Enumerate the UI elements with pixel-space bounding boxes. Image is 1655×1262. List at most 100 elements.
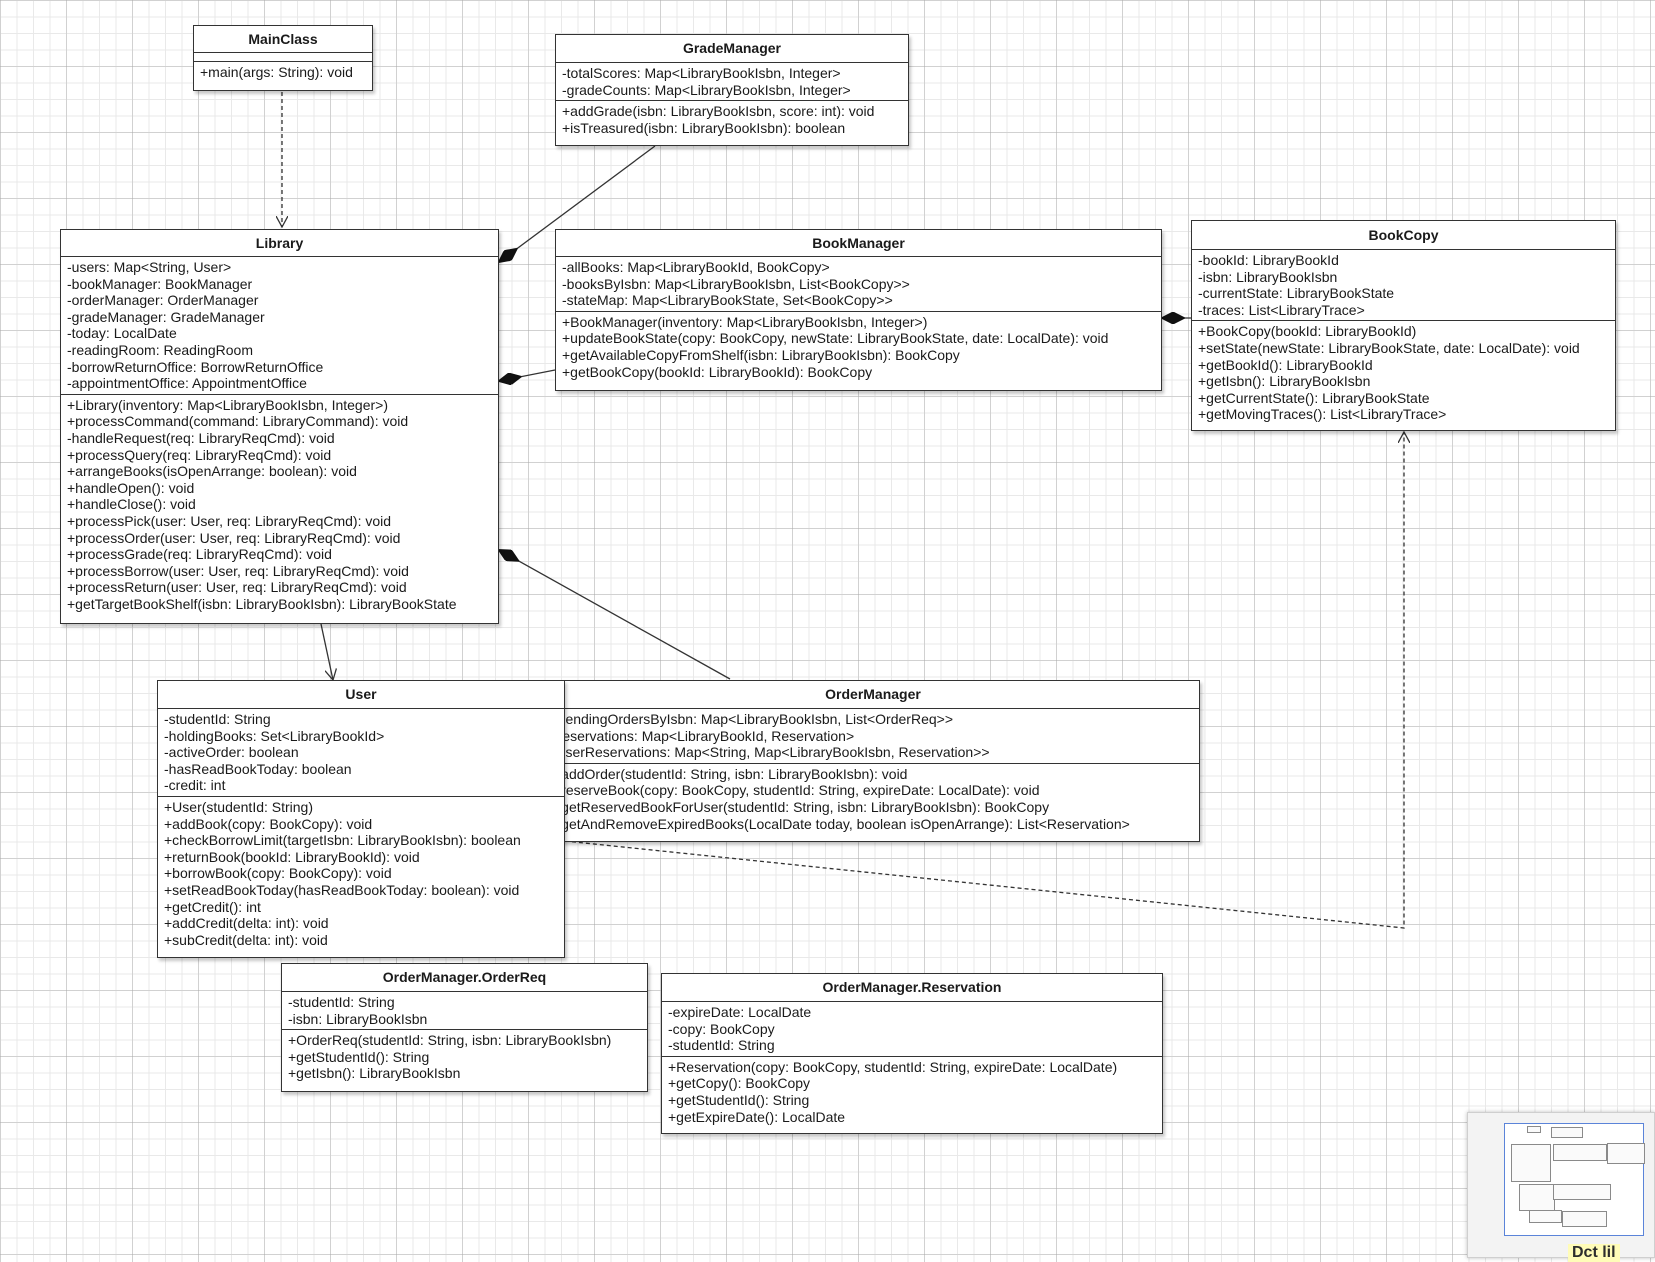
methods-section: +OrderReq(studentId: String, isbn: Libra… [282,1030,647,1084]
method: +subCredit(delta: int): void [164,931,328,948]
methods-section: +Reservation(copy: BookCopy, studentId: … [662,1057,1162,1127]
fields-section: -bookId: LibraryBookId -isbn: LibraryBoo… [1192,250,1615,322]
method: +getStudentId(): String [288,1048,430,1065]
field: -users: Map<String, User> [67,259,232,275]
class-name: BookCopy [1192,221,1615,250]
field: -totalScores: Map<LibraryBookIsbn, Integ… [562,65,841,81]
association-library-user[interactable] [320,623,333,680]
fields-section: -pendingOrdersByIsbn: Map<LibraryBookIsb… [547,709,1199,764]
method: +getBookCopy(bookId: LibraryBookId): Boo… [562,363,873,380]
class-name: OrderManager.OrderReq [282,964,647,992]
method: +getBookId(): LibraryBookId [1198,356,1373,373]
method: +getAndRemoveExpiredBooks(LocalDate toda… [553,815,1130,832]
class-bookcopy[interactable]: BookCopy -bookId: LibraryBookId -isbn: L… [1191,220,1616,431]
composition-bookmanager-library[interactable] [499,369,556,381]
method: +setReadBookToday(hasReadBookToday: bool… [164,881,520,898]
minimap-class-shape [1553,1144,1607,1161]
fields-section: -totalScores: Map<LibraryBookIsbn, Integ… [556,63,908,102]
method: +addBook(copy: BookCopy): void [164,815,373,832]
method: +processBorrow(user: User, req: LibraryR… [67,562,409,579]
method: +getIsbn(): LibraryBookIsbn [1198,373,1371,390]
field: -gradeCounts: Map<LibraryBookIsbn, Integ… [562,81,851,98]
class-grademanager[interactable]: GradeManager -totalScores: Map<LibraryBo… [555,34,909,146]
method: +main(args: String): void [200,64,353,80]
methods-section: +main(args: String): void [194,62,372,83]
class-name: User [158,681,564,709]
method: +updateBookState(copy: BookCopy, newStat… [562,330,1109,347]
class-user[interactable]: User -studentId: String -holdingBooks: S… [157,680,565,958]
outline-minimap[interactable] [1467,1112,1655,1258]
method: +handleClose(): void [67,496,196,513]
composition-ordermanager-library[interactable] [499,550,731,680]
field: -holdingBooks: Set<LibraryBookId> [164,727,385,744]
fields-section: -studentId: String -holdingBooks: Set<Li… [158,709,564,797]
class-bookmanager[interactable]: BookManager -allBooks: Map<LibraryBookId… [555,229,1162,391]
method: +returnBook(bookId: LibraryBookId): void [164,848,420,865]
method: +handleOpen(): void [67,479,195,496]
method: +processOrder(user: User, req: LibraryRe… [67,529,401,546]
composition-grademanager-library[interactable] [499,145,656,262]
method: +isTreasured(isbn: LibraryBookIsbn): boo… [562,119,846,136]
method: +getExpireDate(): LocalDate [668,1108,846,1125]
field: -isbn: LibraryBookIsbn [288,1010,428,1027]
method: -handleRequest(req: LibraryReqCmd): void [67,429,335,446]
method: +getCopy(): BookCopy [668,1075,811,1092]
class-ordermanager[interactable]: OrderManager -pendingOrdersByIsbn: Map<L… [546,680,1200,842]
method: +getCredit(): int [164,898,261,915]
minimap-class-shape [1562,1211,1607,1227]
class-library[interactable]: Library -users: Map<String, User> -bookM… [60,229,499,624]
method: +Library(inventory: Map<LibraryBookIsbn,… [67,396,388,413]
minimap-class-shape [1553,1184,1611,1200]
method: +getCurrentState(): LibraryBookState [1198,389,1430,406]
method: +User(studentId: String) [164,798,314,815]
method: +processQuery(req: LibraryReqCmd): void [67,446,332,463]
field: -currentState: LibraryBookState [1198,285,1395,302]
field: -today: LocalDate [67,325,177,342]
minimap-viewport[interactable] [1504,1123,1645,1236]
method: +OrderReq(studentId: String, isbn: Libra… [288,1032,612,1049]
field: -traces: List<LibraryTrace> [1198,301,1365,318]
field: -stateMap: Map<LibraryBookState, Set<Boo… [562,292,893,309]
method: +getIsbn(): LibraryBookIsbn [288,1065,461,1082]
method: +arrangeBooks(isOpenArrange: boolean): v… [67,463,357,480]
fields-section: -expireDate: LocalDate -copy: BookCopy -… [662,1002,1162,1057]
method: +getAvailableCopyFromShelf(isbn: Library… [562,346,960,363]
method: +processCommand(command: LibraryCommand)… [67,413,409,430]
minimap-class-shape [1511,1144,1551,1182]
field: -borrowReturnOffice: BorrowReturnOffice [67,358,324,375]
field: -activeOrder: boolean [164,744,299,761]
method: +BookCopy(bookId: LibraryBookId) [1198,323,1417,340]
methods-section: +addOrder(studentId: String, isbn: Libra… [547,764,1199,834]
fields-section: -allBooks: Map<LibraryBookId, BookCopy> … [556,257,1161,312]
method: +checkBorrowLimit(targetIsbn: LibraryBoo… [164,832,521,849]
field: -bookId: LibraryBookId [1198,252,1339,268]
class-name: BookManager [556,230,1161,257]
field: -pendingOrdersByIsbn: Map<LibraryBookIsb… [553,711,953,727]
field: -gradeManager: GradeManager [67,308,265,325]
field: -bookManager: BookManager [67,275,253,292]
field: -orderManager: OrderManager [67,292,259,309]
class-mainclass[interactable]: MainClass +main(args: String): void [193,25,373,91]
method: +borrowBook(copy: BookCopy): void [164,865,392,882]
method: +Reservation(copy: BookCopy, studentId: … [668,1058,1118,1075]
method: +getReservedBookForUser(studentId: Strin… [553,798,1050,815]
minimap-class-shape [1527,1126,1541,1133]
methods-section: +User(studentId: String) +addBook(copy: … [158,797,564,950]
method: +addGrade(isbn: LibraryBookIsbn, score: … [562,103,875,120]
dependency-user-bookcopy[interactable] [564,432,1404,929]
class-orderreq[interactable]: OrderManager.OrderReq -studentId: String… [281,963,648,1092]
class-reservation[interactable]: OrderManager.Reservation -expireDate: Lo… [661,973,1163,1134]
method: +reserveBook(copy: BookCopy, studentId: … [553,782,1040,799]
field: -copy: BookCopy [668,1020,775,1037]
minimap-class-shape [1529,1210,1562,1223]
field: -booksByIsbn: Map<LibraryBookIsbn, List<… [562,275,910,292]
field: -studentId: String [164,711,271,727]
method: +setState(newState: LibraryBookState, da… [1198,339,1580,356]
fields-section [194,53,372,62]
field: -studentId: String [288,994,395,1010]
class-name: GradeManager [556,35,908,63]
field: -isbn: LibraryBookIsbn [1198,268,1338,285]
methods-section: +addGrade(isbn: LibraryBookIsbn, score: … [556,101,908,138]
field: -allBooks: Map<LibraryBookId, BookCopy> [562,259,830,275]
